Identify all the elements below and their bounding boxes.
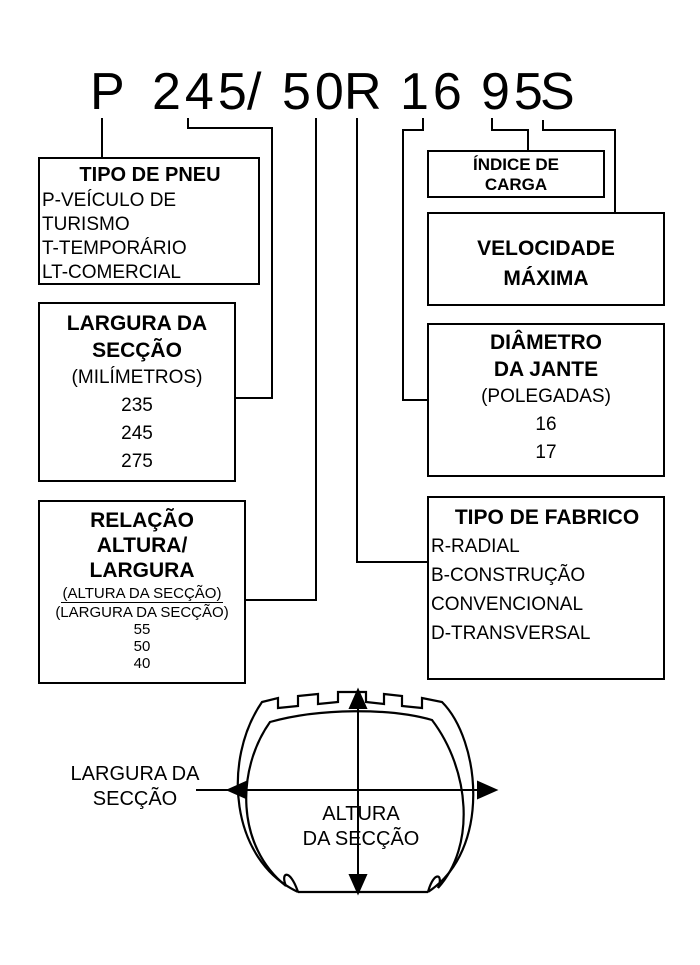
rim-diameter-title-2: DA JANTE bbox=[493, 358, 599, 381]
aspect-ratio-title-2: ALTURA/ bbox=[96, 534, 188, 557]
construction-type-box: TIPO DE FABRICO R-RADIAL B-CONSTRUÇÃO CO… bbox=[427, 496, 665, 680]
section-width-value: 235 bbox=[121, 395, 153, 416]
tire-type-item: T-TEMPORÁRIO bbox=[42, 238, 187, 259]
section-width-title-2: SECÇÃO bbox=[92, 339, 182, 362]
rim-diameter-value: 16 bbox=[535, 414, 557, 435]
code-load-index: 95 bbox=[481, 63, 547, 121]
connector-ratio bbox=[246, 118, 317, 601]
rim-diameter-box: DIÂMETRO DA JANTE (POLEGADAS) 16 17 bbox=[427, 323, 665, 477]
code-construction-letter: R bbox=[344, 63, 386, 121]
connector-rim bbox=[402, 118, 427, 401]
max-speed-title-1: VELOCIDADE bbox=[477, 237, 615, 260]
tire-type-item: LT-COMERCIAL bbox=[42, 262, 182, 283]
section-width-value: 275 bbox=[121, 451, 153, 472]
tire-type-box: TIPO DE PNEU P-VEÍCULO DE TURISMO T-TEMP… bbox=[38, 157, 260, 285]
section-width-unit: (MILÍMETROS) bbox=[71, 367, 203, 388]
tire-type-item: P-VEÍCULO DE bbox=[42, 190, 177, 211]
construction-type-item: CONVENCIONAL bbox=[431, 594, 584, 615]
tire-width-label: LARGURA DA SECÇÃO bbox=[55, 762, 215, 812]
rim-diameter-title-1: DIÂMETRO bbox=[490, 331, 602, 354]
code-rim-diameter: 16 bbox=[400, 63, 466, 121]
tire-height-label-1: ALTURA bbox=[322, 803, 400, 825]
section-width-value: 245 bbox=[121, 423, 153, 444]
tire-type-title: TIPO DE PNEU bbox=[79, 164, 221, 186]
construction-type-item: R-RADIAL bbox=[431, 536, 520, 557]
load-index-title-2: CARGA bbox=[484, 175, 548, 194]
tire-cross-section bbox=[236, 690, 475, 894]
aspect-ratio-value: 50 bbox=[133, 638, 151, 655]
tire-type-item: TURISMO bbox=[42, 214, 130, 235]
code-slash: / bbox=[247, 63, 266, 121]
tire-height-label-2: DA SECÇÃO bbox=[302, 828, 420, 850]
connector-load bbox=[491, 118, 529, 150]
aspect-ratio-title-3: LARGURA bbox=[89, 559, 195, 582]
aspect-ratio-title-1: RELAÇÃO bbox=[90, 509, 194, 532]
aspect-ratio-box: RELAÇÃO ALTURA/ LARGURA (ALTURA DA SECÇÃ… bbox=[38, 500, 246, 684]
construction-type-item: D-TRANSVERSAL bbox=[431, 623, 591, 644]
section-width-box: LARGURA DA SECÇÃO (MILÍMETROS) 235 245 2… bbox=[38, 302, 236, 482]
connector-speed bbox=[542, 120, 616, 212]
aspect-ratio-denominator: (LARGURA DA SECÇÃO) bbox=[55, 604, 229, 621]
tire-width-label-1: LARGURA DA bbox=[70, 763, 200, 785]
code-speed-symbol: S bbox=[540, 63, 579, 121]
aspect-ratio-value: 55 bbox=[133, 621, 151, 638]
load-index-box: ÍNDICE DE CARGA bbox=[427, 150, 605, 198]
max-speed-box: VELOCIDADE MÁXIMA bbox=[427, 212, 665, 306]
rim-diameter-value: 17 bbox=[535, 442, 557, 463]
connector-width bbox=[187, 118, 273, 399]
construction-type-title: TIPO DE FABRICO bbox=[454, 506, 640, 529]
aspect-ratio-value: 40 bbox=[133, 655, 151, 672]
load-index-title-1: ÍNDICE DE bbox=[473, 155, 559, 174]
aspect-ratio-numerator: (ALTURA DA SECÇÃO) bbox=[60, 585, 224, 603]
code-type-letter: P bbox=[90, 63, 129, 121]
tire-width-label-2: SECÇÃO bbox=[92, 788, 178, 810]
max-speed-title-2: MÁXIMA bbox=[503, 267, 589, 290]
tire-dimension-arrows bbox=[196, 687, 499, 896]
tire-height-label: ALTURA DA SECÇÃO bbox=[286, 802, 436, 852]
construction-type-item: B-CONSTRUÇÃO bbox=[431, 565, 586, 586]
section-width-title-1: LARGURA DA bbox=[66, 312, 208, 335]
code-aspect-ratio: 50 bbox=[282, 63, 348, 121]
code-section-width: 245 bbox=[152, 63, 251, 121]
rim-diameter-unit: (POLEGADAS) bbox=[481, 386, 611, 407]
connector-construction bbox=[356, 118, 427, 563]
